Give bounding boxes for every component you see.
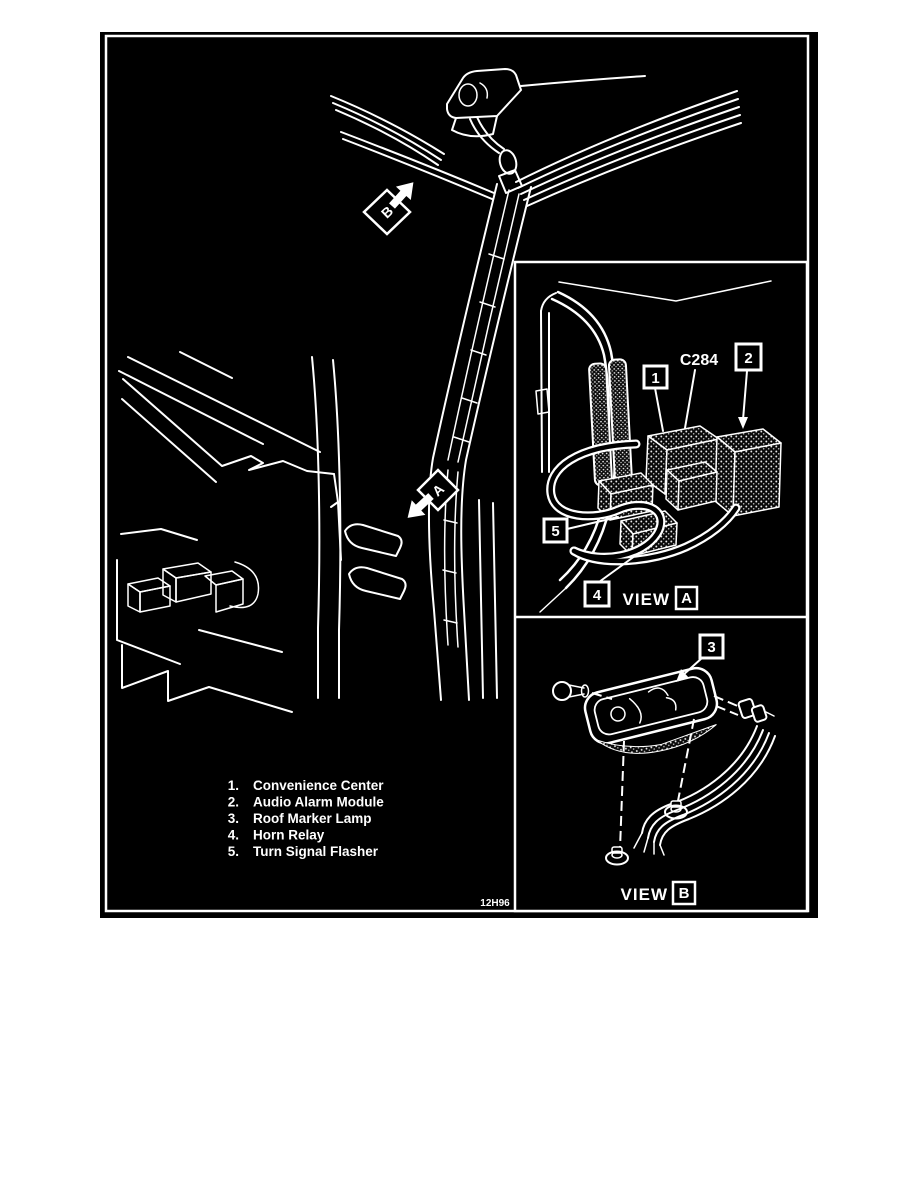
legend-item-1-number: 1. bbox=[228, 778, 239, 793]
assembly-dash-lines bbox=[591, 692, 741, 850]
inset-panel-border bbox=[513, 260, 809, 913]
callout-5-number: 5 bbox=[551, 523, 559, 540]
callout-3-box bbox=[698, 633, 725, 660]
main-diagram: B A bbox=[116, 68, 742, 713]
legend-item-5-number: 5. bbox=[228, 844, 239, 859]
inset-view-b: 3 VIEW B bbox=[552, 633, 776, 906]
view-a-direction-arrow-icon bbox=[407, 493, 434, 518]
view-a-caption-word: VIEW bbox=[623, 590, 670, 609]
view-a-caption: VIEW A bbox=[623, 585, 699, 611]
bulb-drawing bbox=[552, 681, 590, 701]
a-pillar bbox=[427, 183, 532, 701]
legend-item-2-number: 2. bbox=[228, 795, 239, 810]
view-b-marker: B bbox=[362, 182, 414, 236]
legend-item-1-label: Convenience Center bbox=[253, 778, 384, 793]
legend-item-3-label: Roof Marker Lamp bbox=[253, 811, 372, 826]
callout-2-box bbox=[734, 342, 763, 372]
legend: 1. Convenience Center 2. Audio Alarm Mod… bbox=[228, 778, 385, 859]
roof-marker-lamp-drawing bbox=[446, 68, 522, 138]
windshield-lines bbox=[118, 351, 321, 483]
view-b-caption-letter: B bbox=[679, 885, 690, 902]
callout-2-number: 2 bbox=[744, 350, 752, 367]
view-b-caption: VIEW B bbox=[621, 880, 697, 906]
connector-c284-label: C284 bbox=[680, 352, 718, 369]
callout-5-box bbox=[542, 517, 569, 544]
view-a-caption-letter: A bbox=[681, 590, 692, 607]
callout-1-box bbox=[642, 364, 669, 390]
leader-arrowhead-icon bbox=[738, 417, 748, 429]
callout-1-number: 1 bbox=[651, 370, 659, 387]
legend-item-5-label: Turn Signal Flasher bbox=[253, 844, 379, 859]
legend-item-2-label: Audio Alarm Module bbox=[253, 795, 384, 810]
view-b-direction-arrow-icon bbox=[389, 182, 414, 209]
roof-lines bbox=[330, 75, 742, 207]
grommet-drawings bbox=[605, 800, 688, 866]
view-b-caption-word: VIEW bbox=[621, 885, 668, 904]
figure-code: 12H96 bbox=[480, 898, 510, 909]
door-seal-strip bbox=[588, 358, 633, 487]
lamp-connector-drawing bbox=[737, 698, 775, 723]
view-a-leader-lines bbox=[566, 369, 748, 583]
view-b-caption-box bbox=[671, 880, 697, 906]
callout-3-leader bbox=[681, 657, 703, 677]
callout-3-number: 3 bbox=[707, 639, 715, 656]
callout-4-box bbox=[583, 580, 611, 608]
lamp-harness bbox=[469, 116, 523, 194]
legend-item-4-number: 4. bbox=[228, 828, 239, 843]
harness-loop bbox=[546, 439, 741, 566]
hinge-pillar bbox=[311, 356, 407, 699]
roof-marker-lamp-detail bbox=[583, 666, 719, 754]
legend-item-3-number: 3. bbox=[228, 811, 239, 826]
view-a-caption-box bbox=[674, 585, 699, 611]
callout-4-number: 4 bbox=[593, 587, 602, 604]
inset-view-a: 1 2 5 4 C284 VIEW A bbox=[535, 280, 782, 613]
leader-arrowhead-icon bbox=[676, 669, 689, 682]
view-a-marker: A bbox=[407, 468, 460, 518]
legend-item-4-label: Horn Relay bbox=[253, 828, 325, 843]
